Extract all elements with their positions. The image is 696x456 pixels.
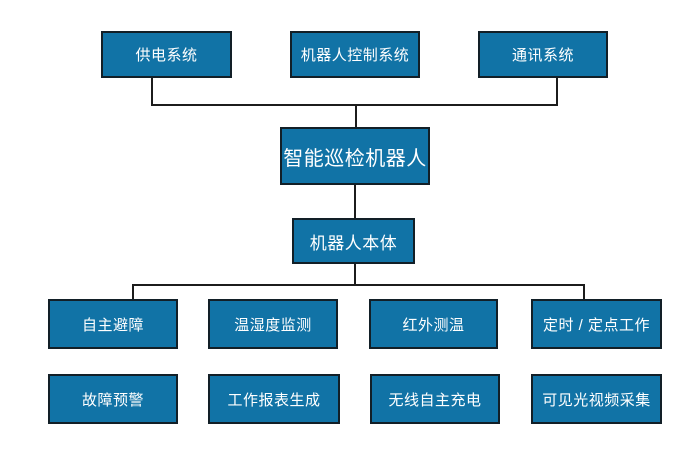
- node-communication-system: 通讯系统: [478, 31, 608, 78]
- connector-line: [132, 284, 585, 286]
- node-fault-warning: 故障预警: [48, 374, 178, 424]
- node-robot-control-system: 机器人控制系统: [290, 31, 420, 78]
- connector-line: [354, 185, 356, 218]
- node-work-report-generation: 工作报表生成: [208, 374, 340, 424]
- connector-line: [583, 284, 585, 299]
- connector-line: [151, 78, 153, 106]
- node-power-system: 供电系统: [101, 31, 232, 78]
- node-infrared-temperature: 红外测温: [369, 299, 498, 349]
- node-wireless-self-charging: 无线自主充电: [370, 374, 500, 424]
- node-intelligent-inspection-robot: 智能巡检机器人: [280, 127, 430, 185]
- connector-line: [151, 104, 558, 106]
- connector-line: [556, 78, 558, 106]
- connector-line: [354, 264, 356, 285]
- node-temp-humidity-monitor: 温湿度监测: [208, 299, 338, 349]
- node-timed-fixed-point-work: 定时 / 定点工作: [531, 299, 662, 349]
- node-visible-light-video: 可见光视频采集: [531, 374, 662, 424]
- node-robot-body: 机器人本体: [292, 218, 415, 264]
- connector-line: [355, 104, 357, 127]
- node-obstacle-avoidance: 自主避障: [48, 299, 178, 349]
- connector-line: [132, 284, 134, 299]
